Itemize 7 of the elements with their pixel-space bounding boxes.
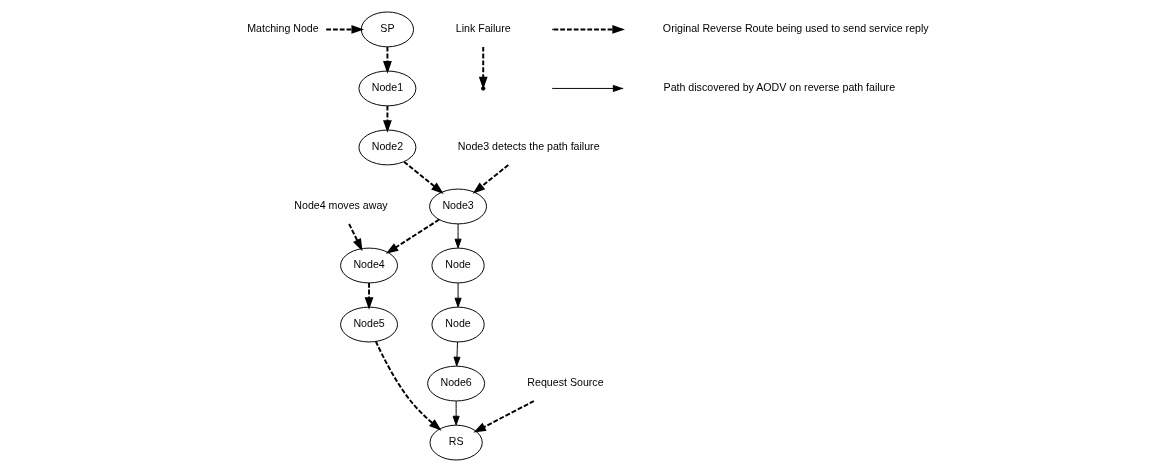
legend-label: Path discovered by AODV on reverse path failure (663, 81, 895, 94)
node-text: Node3 detects the path failure (457, 140, 600, 153)
node-text: Matching Node (246, 22, 319, 35)
node-text: Node4 moves away (293, 199, 388, 212)
node-text: Request Source (526, 376, 604, 389)
node-text: Link Failure (455, 22, 511, 35)
legend-label: Original Reverse Route being used to send service reply (662, 22, 929, 35)
